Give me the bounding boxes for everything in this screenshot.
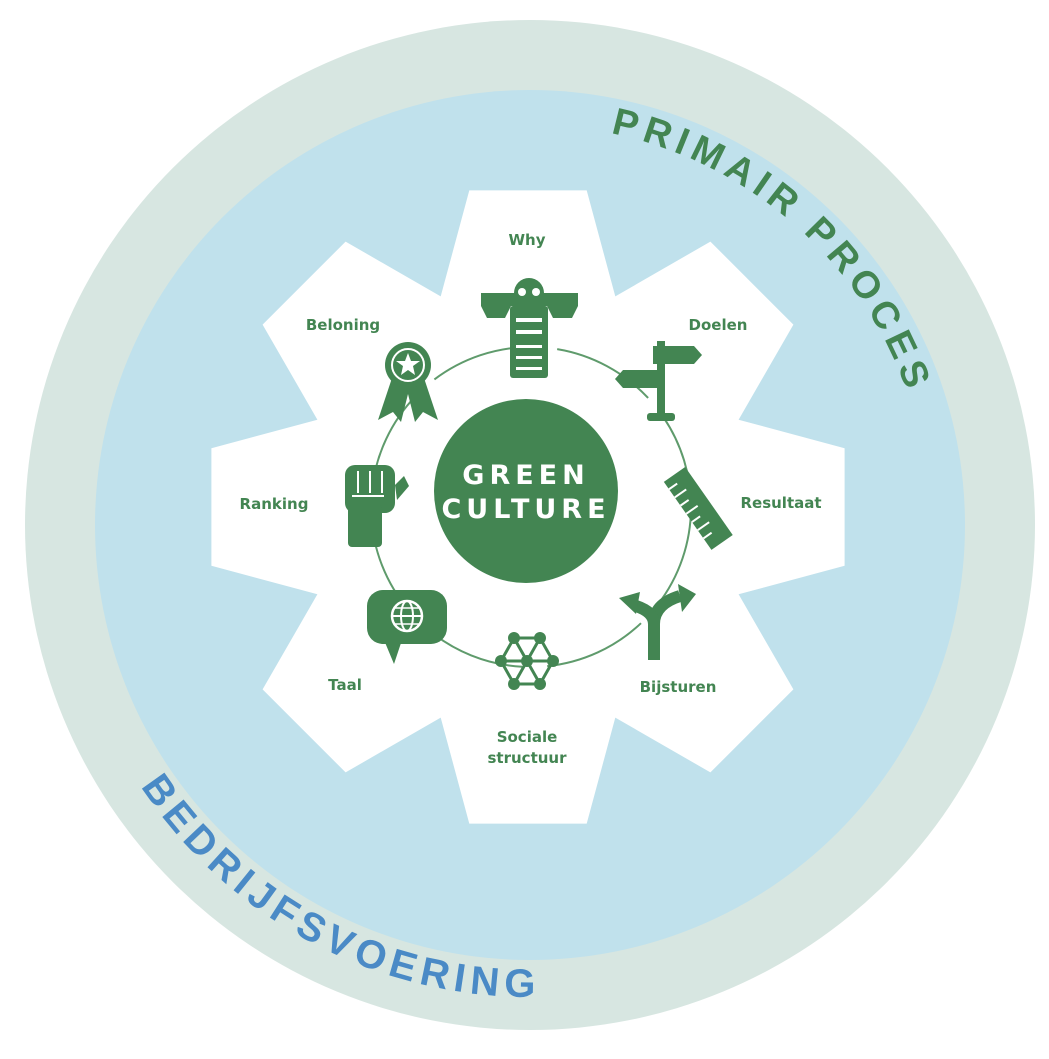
signpost-icon — [615, 341, 702, 421]
center-circle — [434, 399, 618, 583]
center-label-culture: CULTURE — [441, 494, 610, 525]
center-label-green: GREEN — [462, 460, 589, 491]
segment-label-ranking: Ranking — [240, 495, 309, 513]
segment-label-why: Why — [508, 231, 545, 249]
segment-label-resultaat: Resultaat — [740, 494, 821, 512]
totem-icon — [481, 278, 578, 378]
award-ribbon-icon — [378, 342, 438, 422]
segment-label-bijsturen: Bijsturen — [640, 678, 717, 696]
segment-label-beloning: Beloning — [306, 316, 380, 334]
network-icon — [495, 632, 559, 690]
speech-globe-icon — [367, 590, 447, 664]
segment-label-taal: Taal — [328, 676, 362, 694]
segment-label-doelen: Doelen — [689, 316, 748, 334]
ruler-icon — [663, 466, 733, 550]
segment-label-structuur: structuur — [488, 749, 568, 767]
split-arrow-icon — [619, 584, 696, 660]
segment-label-sociale: Sociale — [497, 728, 558, 746]
fist-icon — [345, 465, 409, 547]
